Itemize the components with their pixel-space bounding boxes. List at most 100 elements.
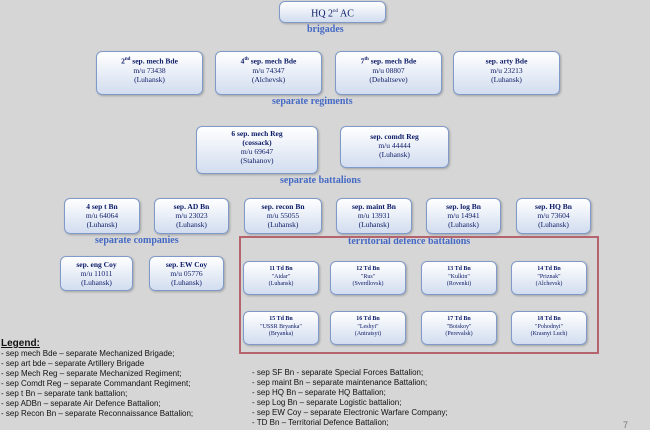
battalion-title: sep. HQ Bn [535, 202, 572, 211]
brigade-mu: m/u 08807 [372, 65, 405, 75]
brigade-location: (Alchevsk) [251, 74, 286, 84]
td-battalion-title: 13 Td Bn [447, 266, 471, 272]
company-location: (Luhansk) [171, 278, 202, 287]
legend-item: - sep mech Bde – separate Mechanized Bri… [1, 349, 175, 358]
battalion-location: (Luhansk) [358, 220, 390, 229]
regiment-mu: m/u 69647 [240, 147, 274, 156]
td-battalion-box: 18 Td Bn "Pohodnyi" (Krasnyi Luch) [511, 311, 587, 345]
battalion-location: (Luhansk) [267, 220, 299, 229]
battalion-mu: m/u 23023 [175, 211, 208, 220]
battalion-location: (Luhansk) [176, 220, 207, 229]
section-brigades: brigades [307, 24, 344, 35]
company-box: sep. eng Coy m/u 11011 (Luhansk) [60, 256, 133, 291]
legend-item: - sep Recon Bn – separate Reconnaissance… [1, 409, 194, 418]
regiment-title: sep. comdt Reg [370, 132, 419, 141]
territorial-defence-frame [239, 236, 599, 354]
page-number: 7 [622, 420, 628, 430]
battalion-box: sep. AD Bn m/u 23023 (Luhansk) [154, 198, 229, 234]
td-battalion-box: 11 Td Bn "Aidar" (Luhansk) [243, 261, 319, 295]
td-battalion-title: 11 Td Bn [269, 266, 293, 272]
battalion-title: 4 sep t Bn [86, 202, 118, 211]
td-battalion-box: 13 Td Bn "Kulkin" (Rovenki) [421, 261, 497, 295]
brigade-location: (Luhansk) [134, 74, 165, 84]
legend-item: - sep ADBn – separate Air Defence Battal… [1, 399, 161, 408]
legend-item: - sep Mech Reg – separate Mechanized Reg… [1, 369, 182, 378]
regiment-box: 6 sep. mech Reg (cossack) m/u 69647 (Sta… [196, 126, 318, 174]
hq-title: HQ 2nd AC [311, 8, 354, 20]
legend-item: - sep Comdt Reg – separate Commandant Re… [1, 379, 191, 388]
company-mu: m/u 11011 [80, 269, 113, 278]
hq-box: HQ 2nd AC [279, 1, 386, 23]
td-battalion-location: (Bryanka) [268, 331, 294, 337]
brigade-location: (Debaltseve) [369, 74, 408, 84]
td-battalion-location: (Sverdlovsk) [352, 281, 384, 287]
battalion-mu: m/u 14941 [447, 211, 480, 220]
legend-right: - sep SF Bn - separate Special Forces Ba… [252, 368, 448, 428]
td-battalion-title: 16 Td Bn [356, 316, 380, 322]
brigade-title: sep. arty Bde [485, 56, 528, 66]
brigade-mu: m/u 73438 [133, 65, 166, 75]
brigade-box: sep. arty Bde m/u 23213 (Luhansk) [453, 51, 560, 95]
brigade-title: 4th sep. mech Bde [240, 56, 297, 66]
brigade-box: 7th sep. mech Bde m/u 08807 (Debaltseve) [335, 51, 442, 95]
battalion-title: sep. recon Bn [261, 202, 305, 211]
section-territorial: territorial defence battalions [348, 236, 471, 247]
legend-item: - sep HQ Bn – separate HQ Battalion; [252, 388, 386, 397]
td-battalion-location: (Alchevsk) [535, 281, 563, 287]
battalion-mu: m/u 73604 [537, 211, 570, 220]
regiment-subtitle: (cossack) [242, 138, 272, 147]
td-battalion-box: 15 Td Bn "USSR Bryanka" (Bryanka) [243, 311, 319, 345]
td-battalion-box: 14 Td Bn "Priznak" (Alchevsk) [511, 261, 587, 295]
company-title: sep. eng Coy [76, 260, 117, 269]
section-regiments: separate regiments [272, 96, 353, 107]
td-battalion-location: (Rovenki) [446, 281, 472, 287]
legend-item: - sep Log Bn – separate Logistic battali… [252, 398, 402, 407]
td-battalion-location: (Antratsyt) [354, 331, 382, 337]
battalion-mu: m/u 55055 [266, 211, 300, 220]
legend-item: - TD Bn – Territorial Defence Battalion; [252, 418, 389, 427]
legend-left: Legend: - sep mech Bde – separate Mechan… [1, 339, 193, 419]
td-battalion-location: (Perevalsk) [445, 331, 473, 337]
legend-heading: Legend: [1, 338, 40, 349]
regiment-mu: m/u 44444 [378, 141, 411, 150]
battalion-title: sep. log Bn [446, 202, 481, 211]
company-mu: m/u 05776 [170, 269, 203, 278]
battalion-box: sep. log Bn m/u 14941 (Luhansk) [426, 198, 501, 234]
td-battalion-box: 17 Td Bn "Boiskoy" (Perevalsk) [421, 311, 497, 345]
battalion-title: sep. maint Bn [352, 202, 396, 211]
td-battalion-title: 18 Td Bn [537, 316, 561, 322]
brigade-box: 4th sep. mech Bde m/u 74347 (Alchevsk) [215, 51, 322, 95]
battalion-location: (Luhansk) [448, 220, 479, 229]
legend-item: - sep maint Bn – separate maintenance Ba… [252, 378, 428, 387]
battalion-location: (Luhansk) [86, 220, 118, 229]
brigade-box: 2nd sep. mech Bde m/u 73438 (Luhansk) [96, 51, 203, 95]
battalion-box: sep. HQ Bn m/u 73604 (Luhansk) [516, 198, 591, 234]
td-battalion-name: "Aidar" [271, 273, 291, 280]
td-battalion-name: "Boiskoy" [446, 323, 472, 330]
section-battalions: separate battalions [280, 175, 361, 186]
td-battalion-location: (Luhansk) [268, 281, 294, 287]
company-box: sep. EW Coy m/u 05776 (Luhansk) [149, 256, 224, 291]
td-battalion-name: "Rus" [360, 273, 376, 280]
brigade-location: (Luhansk) [491, 74, 522, 84]
td-battalion-name: "Priznak" [537, 273, 561, 280]
brigade-title: 2nd sep. mech Bde [121, 56, 178, 66]
legend-item: - sep t Bn – separate tank battalion; [1, 389, 128, 398]
regiment-location: (Luhansk) [379, 150, 410, 159]
battalion-box: sep. maint Bn m/u 13931 (Luhansk) [336, 198, 412, 234]
legend-item: - sep EW Coy – separate Electronic Warfa… [252, 408, 448, 417]
td-battalion-name: "Leshyi" [357, 323, 379, 330]
td-battalion-box: 12 Td Bn "Rus" (Sverdlovsk) [330, 261, 406, 295]
td-battalion-name: "Kulkin" [448, 273, 470, 280]
battalion-box: sep. recon Bn m/u 55055 (Luhansk) [244, 198, 322, 234]
td-battalion-name: "USSR Bryanka" [260, 323, 302, 330]
company-title: sep. EW Coy [165, 260, 208, 269]
regiment-location: (Stahanov) [240, 156, 274, 165]
regiment-title: 6 sep. mech Reg [231, 129, 283, 138]
legend-item: - sep SF Bn - separate Special Forces Ba… [252, 368, 424, 377]
section-companies: separate companies [95, 235, 179, 246]
brigade-mu: m/u 74347 [252, 65, 285, 75]
td-battalion-location: (Krasnyi Luch) [530, 331, 568, 337]
brigade-title: 7th sep. mech Bde [360, 56, 417, 66]
battalion-location: (Luhansk) [538, 220, 569, 229]
